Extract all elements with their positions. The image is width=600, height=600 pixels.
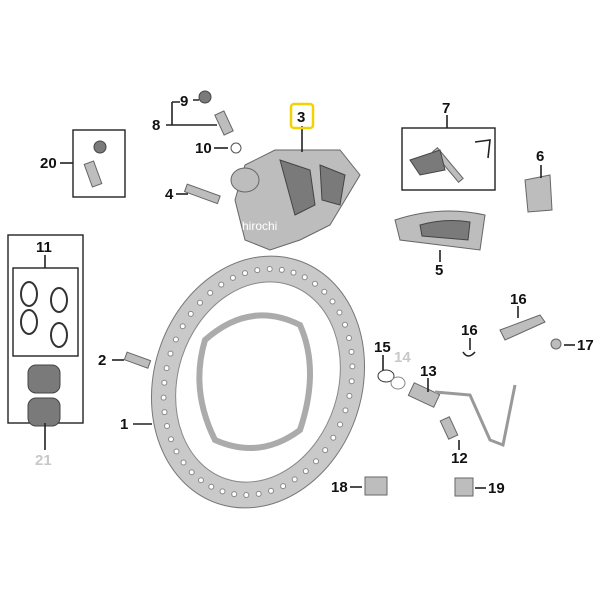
disc-hole xyxy=(268,487,274,494)
disc-hole xyxy=(348,348,355,355)
disc-hole xyxy=(337,421,344,428)
disc-hole xyxy=(231,491,238,498)
brake-caliper: hirochi xyxy=(230,149,361,251)
disc-hole xyxy=(321,288,328,295)
disc-hole xyxy=(322,447,329,454)
disc-hole xyxy=(329,298,336,305)
disc-hole xyxy=(207,289,214,296)
disc-hole xyxy=(173,448,180,455)
disc-hole xyxy=(164,423,170,429)
label-10[interactable]: 10 xyxy=(195,140,212,157)
label-16-clip[interactable]: 16 xyxy=(461,322,478,339)
piston xyxy=(27,397,61,427)
disc-hole xyxy=(342,321,348,328)
bleeder-valve xyxy=(214,110,234,136)
leader-lines xyxy=(44,99,575,489)
watermark-text: hirochi xyxy=(242,219,277,233)
label-1[interactable]: 1 xyxy=(120,416,128,433)
disc-hole xyxy=(188,469,195,476)
o-ring-15 xyxy=(377,369,395,383)
bolt-4 xyxy=(183,183,221,205)
brake-line xyxy=(434,384,517,448)
label-3[interactable]: 3 xyxy=(297,109,305,126)
disc-hole xyxy=(313,458,319,465)
disc-hole xyxy=(219,488,226,495)
label-17[interactable]: 17 xyxy=(577,337,594,354)
disc-hole xyxy=(330,434,337,441)
disc-hole xyxy=(346,392,353,399)
highlight-box xyxy=(289,102,315,130)
bracket-16 xyxy=(499,314,546,341)
disc-hole xyxy=(161,379,168,386)
part-6 xyxy=(524,174,553,213)
clip-18 xyxy=(364,476,388,496)
disc-hole xyxy=(218,281,225,288)
part-20-box xyxy=(72,129,126,198)
label-18[interactable]: 18 xyxy=(331,479,348,496)
label-16-bracket[interactable]: 16 xyxy=(510,291,527,308)
disc-hole xyxy=(163,365,170,372)
disc-hole xyxy=(229,274,236,281)
disc-hole xyxy=(198,477,204,484)
disc-hole xyxy=(242,270,248,277)
disc-hole xyxy=(172,336,179,343)
banjo-13 xyxy=(407,382,441,408)
disc-hole xyxy=(208,483,215,490)
brake-disc xyxy=(150,255,366,509)
label-15[interactable]: 15 xyxy=(374,339,391,356)
label-20[interactable]: 20 xyxy=(40,155,57,172)
bleeder-cap xyxy=(198,90,212,104)
label-19[interactable]: 19 xyxy=(488,480,505,497)
label-6[interactable]: 6 xyxy=(536,148,544,165)
screw-17 xyxy=(550,338,562,350)
label-8[interactable]: 8 xyxy=(152,117,160,134)
label-14[interactable]: 14 xyxy=(394,349,411,366)
disc-hole xyxy=(280,483,287,490)
disc-hole xyxy=(346,335,352,341)
disc-hole xyxy=(197,299,203,306)
label-9[interactable]: 9 xyxy=(180,93,188,110)
disc-hole xyxy=(180,459,187,466)
label-7[interactable]: 7 xyxy=(442,100,450,117)
label-2[interactable]: 2 xyxy=(98,352,106,369)
banjo-bolt-12 xyxy=(439,416,459,440)
disc-hole xyxy=(336,309,343,316)
disc-hole xyxy=(255,490,262,497)
clip-19 xyxy=(454,477,474,497)
bolt-2 xyxy=(123,351,152,369)
piston xyxy=(27,364,61,394)
callout-labels: 9 8 10 4 3 20 7 6 5 11 21 2 1 15 14 13 1… xyxy=(35,93,594,497)
disc-hole xyxy=(187,310,194,317)
disc-hole xyxy=(301,274,308,281)
label-13[interactable]: 13 xyxy=(420,363,437,380)
label-5[interactable]: 5 xyxy=(435,262,443,279)
disc-hole xyxy=(342,407,349,414)
disc-hole xyxy=(161,409,168,416)
disc-hole xyxy=(243,492,250,498)
disc-hole xyxy=(290,269,297,276)
disc-hole xyxy=(266,266,273,272)
label-4[interactable]: 4 xyxy=(165,186,174,203)
label-12[interactable]: 12 xyxy=(451,450,468,467)
disc-hole xyxy=(254,267,261,274)
disc-hole xyxy=(302,468,309,475)
disc-hole xyxy=(179,323,186,330)
disc-hole xyxy=(168,436,174,443)
label-11[interactable]: 11 xyxy=(36,239,52,256)
disc-hole xyxy=(291,476,298,483)
o-ring-10 xyxy=(230,142,242,154)
disc-hole xyxy=(160,394,167,401)
seal-kit-box xyxy=(12,267,79,357)
disc-hole xyxy=(348,378,355,385)
disc-hole xyxy=(167,350,174,357)
disc-hole xyxy=(349,363,356,370)
o-ring-14 xyxy=(390,376,406,390)
part-7-box xyxy=(401,127,496,191)
disc-hole xyxy=(312,280,318,287)
disc-hole xyxy=(278,266,285,273)
label-21[interactable]: 21 xyxy=(35,452,52,469)
